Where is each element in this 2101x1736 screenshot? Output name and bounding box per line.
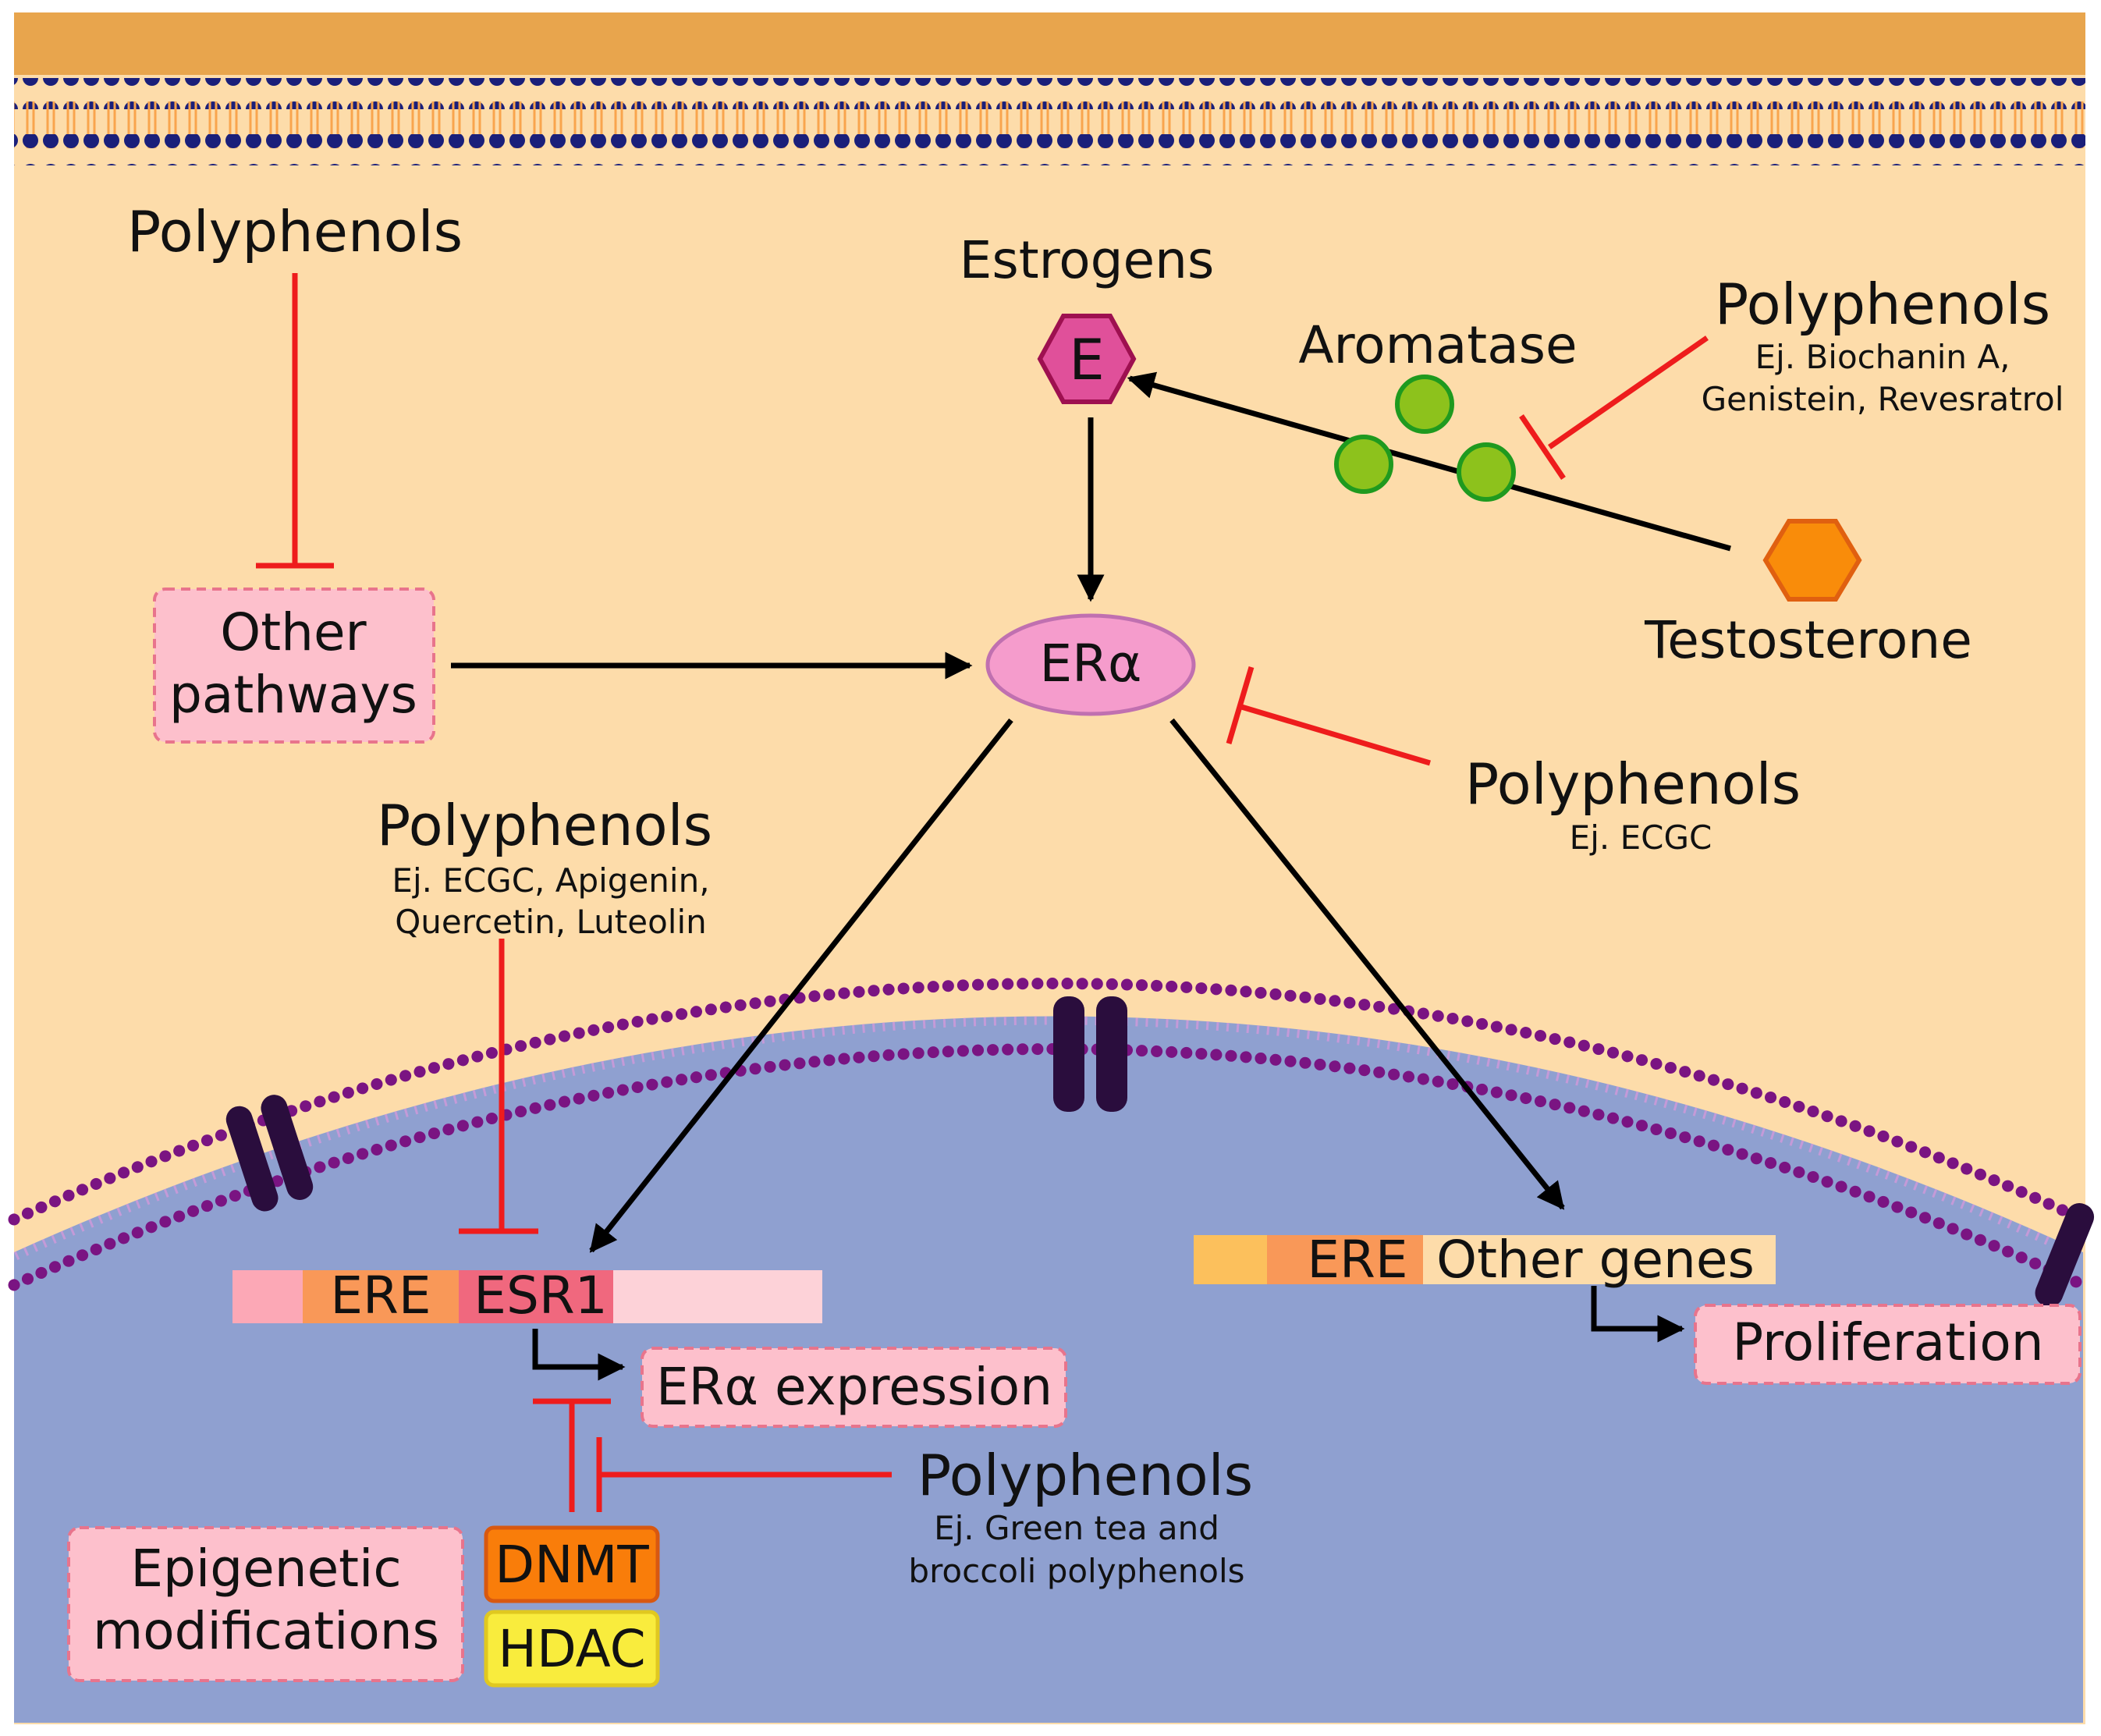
other-genes-strip: [1194, 1235, 1776, 1284]
other-genes-label: Other genes: [1436, 1230, 1755, 1290]
aromatase-label: Aromatase: [1298, 315, 1577, 375]
polyphenols-label: Polyphenols: [1715, 272, 2050, 337]
dnmt-label: DNMT: [495, 1535, 649, 1595]
hdac-label: HDAC: [498, 1619, 645, 1679]
other-pathways-label: pathways: [169, 665, 417, 725]
nuclear-membrane: [14, 1016, 2083, 1261]
inhibition-polyphenols-er: [1226, 666, 1431, 766]
inhibition-polyphenols-aromatase: [1519, 335, 1709, 480]
other-pathways-box: [153, 588, 435, 744]
nuclear-pore-right: [2035, 1202, 2095, 1308]
dnmt-box: [484, 1525, 660, 1603]
testosterone-hexagon: [1762, 519, 1862, 602]
nuclear-pore-center: [1053, 996, 1127, 1112]
polyphenols-example: Ej. Biochanin A,: [1755, 338, 2011, 376]
polyphenols-label: Polyphenols: [377, 793, 712, 858]
esr1-label: ESR1: [474, 1266, 607, 1326]
er-alpha-ellipse: [985, 613, 1196, 716]
inhibition-polyphenols-other-pathways: [256, 273, 334, 569]
polyphenols-label: Polyphenols: [917, 1443, 1253, 1508]
er-alpha-label: ERα: [1039, 634, 1141, 694]
proliferation-box: [1694, 1304, 2081, 1385]
extracellular-band: [14, 12, 2085, 75]
epigenetic-modifications-box: [67, 1526, 464, 1682]
inhibition-polyphenols-esr1: [459, 939, 538, 1234]
other-pathways-label: Other: [220, 602, 367, 662]
aromatase-circle: [1395, 375, 1454, 434]
inhibition-epigenetic-expression: [533, 1398, 611, 1512]
polyphenols-label: Polyphenols: [1465, 751, 1801, 817]
estrogens-label: Estrogens: [960, 230, 1215, 290]
plasma-membrane: [14, 78, 2085, 165]
inhibition-polyphenols-epigenetic: [596, 1437, 892, 1512]
polyphenols-example: Ej. ECGC, Apigenin,: [392, 861, 709, 900]
arrow-er-to-other-genes: [1169, 718, 1565, 1210]
er-alpha-expression-label: ERα expression: [656, 1357, 1052, 1417]
polyphenols-example: Ej. Green tea and: [934, 1509, 1219, 1547]
polyphenols-example: Quercetin, Luteolin: [395, 903, 707, 941]
ere-label: ERE: [1307, 1230, 1407, 1290]
er-alpha-expression-box: [641, 1347, 1067, 1428]
polyphenols-label: Polyphenols: [127, 199, 463, 264]
estrogen-hexagon-label: E: [1069, 327, 1105, 392]
aromatase-circle: [1457, 442, 1516, 502]
polyphenols-example: Ej. ECGC: [1570, 818, 1712, 857]
epigenetic-modifications-label: modifications: [93, 1601, 439, 1661]
aromatase-circle: [1334, 435, 1393, 494]
esr1-gene-strip: [232, 1270, 822, 1323]
proliferation-label: Proliferation: [1732, 1312, 2043, 1372]
testosterone-label: Testosterone: [1644, 610, 1972, 670]
epigenetic-modifications-label: Epigenetic: [130, 1539, 401, 1599]
ere-label: ERE: [330, 1266, 431, 1326]
polyphenols-example: broccoli polyphenols: [908, 1552, 1244, 1590]
arrow-other-genes-to-proliferation: [1591, 1286, 1685, 1343]
nuclear-membrane-outer-heads: [8, 978, 2089, 1226]
polyphenols-example: Genistein, Revesratrol: [1702, 380, 2064, 418]
estrogen-hexagon-shape: [1037, 314, 1137, 404]
hdac-box: [484, 1610, 660, 1688]
arrow-esr1-to-expression: [532, 1329, 626, 1381]
nuclear-pore-left: [225, 1095, 314, 1212]
arrow-er-to-esr1: [589, 718, 1013, 1253]
arrow-testosterone-to-estrogen: [1127, 371, 1731, 552]
